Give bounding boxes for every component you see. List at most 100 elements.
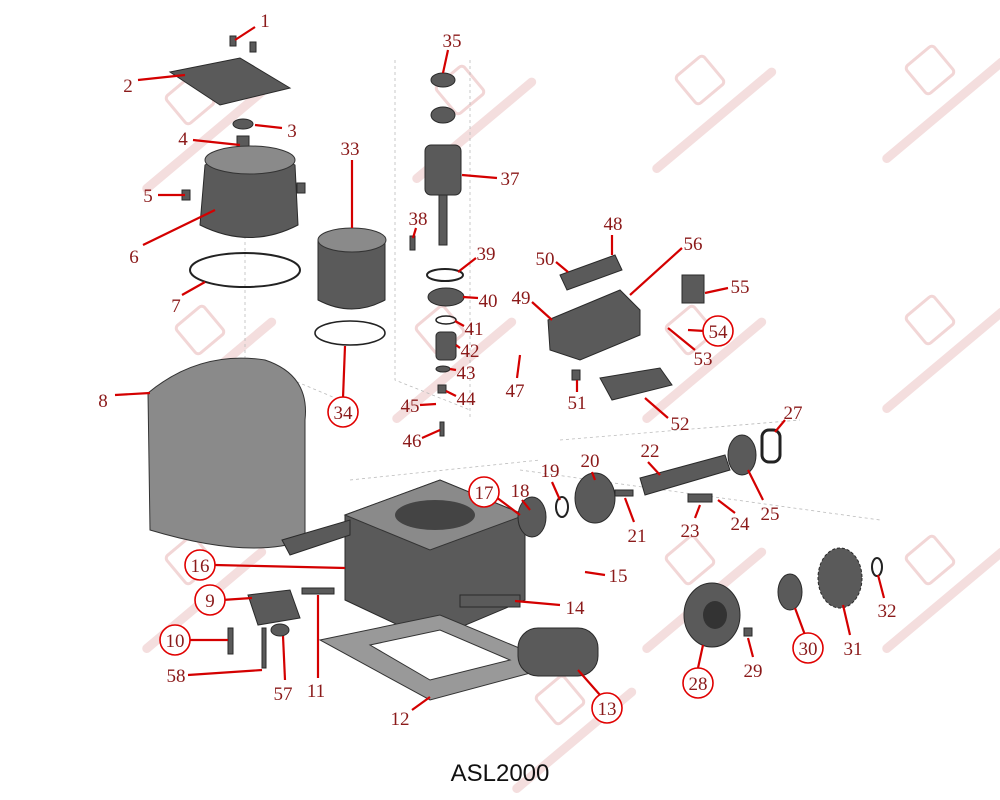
part-number-label: 34 xyxy=(334,403,354,424)
leader-line xyxy=(341,345,347,399)
callout-part-44: 44 xyxy=(445,389,477,410)
callout-part-28: 28 xyxy=(682,644,714,699)
base-handle xyxy=(281,519,351,556)
leader-line xyxy=(623,497,636,523)
callout-part-49: 49 xyxy=(512,288,553,321)
seal-part-27 xyxy=(760,428,782,464)
part-number-label: 28 xyxy=(689,674,708,695)
washer-part-43 xyxy=(435,365,451,373)
leader-line xyxy=(214,563,346,570)
release-lock-part-9 xyxy=(247,589,301,626)
shaft-part-11 xyxy=(301,587,335,595)
upper-housing-top xyxy=(204,145,296,175)
part-number-label: 58 xyxy=(167,666,186,687)
pinion-gear-part-31 xyxy=(817,547,863,609)
callout-part-45: 45 xyxy=(401,396,437,417)
callout-part-15: 15 xyxy=(584,566,628,587)
highlight-circle xyxy=(159,624,191,656)
callout-part-4: 4 xyxy=(178,129,241,150)
callout-part-14: 14 xyxy=(514,598,585,619)
part-number-label: 6 xyxy=(129,247,139,268)
terminal-block-part-50 xyxy=(559,254,623,291)
leader-line xyxy=(687,328,706,333)
highlight-circle xyxy=(591,692,623,724)
part-number-label: 12 xyxy=(391,709,410,730)
part-number-label: 52 xyxy=(671,414,690,435)
callout-part-37: 37 xyxy=(461,169,520,190)
callout-part-47: 47 xyxy=(506,354,525,402)
leader-line xyxy=(455,344,461,349)
key-part-21 xyxy=(614,489,634,497)
watermark-gate-icon xyxy=(904,294,956,346)
callout-part-43: 43 xyxy=(449,363,476,384)
circlip-part-39 xyxy=(426,268,464,282)
part-number-label: 8 xyxy=(98,391,108,412)
callout-part-1: 1 xyxy=(234,11,270,41)
highlight-circle xyxy=(792,632,824,664)
leader-line xyxy=(421,428,441,440)
part-number-label: 50 xyxy=(536,249,555,270)
washer-part-19 xyxy=(555,496,569,518)
highlight-circle xyxy=(327,396,359,428)
highlight-circle xyxy=(702,315,734,347)
part-number-label: 51 xyxy=(568,393,587,414)
pin-part-10 xyxy=(227,627,234,655)
key-part-23 xyxy=(687,493,713,503)
watermark-gate-icon xyxy=(664,304,716,356)
callout-part-7: 7 xyxy=(171,281,206,317)
leader-line xyxy=(521,499,531,511)
callout-part-58: 58 xyxy=(167,666,263,687)
bearing-part-18 xyxy=(517,496,547,538)
part-number-label: 40 xyxy=(479,291,498,312)
part-number-label: 45 xyxy=(401,396,420,417)
leader-line xyxy=(644,397,669,419)
callout-part-40: 40 xyxy=(462,291,498,312)
callout-part-20: 20 xyxy=(581,451,600,481)
part-number-label: 11 xyxy=(307,681,325,702)
o-ring-part-7 xyxy=(189,252,301,288)
watermark-logo xyxy=(882,294,1000,413)
part-number-label: 30 xyxy=(799,639,818,660)
watermark-gate-icon xyxy=(534,674,586,726)
leader-line xyxy=(514,599,561,607)
leader-line xyxy=(584,570,606,577)
nut-part-51 xyxy=(571,369,581,381)
leader-line xyxy=(234,26,256,41)
callout-part-54: 54 xyxy=(687,315,734,347)
rotor-part-37 xyxy=(424,144,462,196)
watermark-logo xyxy=(642,304,767,423)
motor-cover-part-8 xyxy=(147,357,306,549)
part-number-label: 47 xyxy=(506,381,525,402)
leader-line xyxy=(449,367,457,372)
leader-line xyxy=(181,281,206,296)
part-number-label: 56 xyxy=(684,234,703,255)
callout-part-6: 6 xyxy=(129,209,216,268)
gearbox-opening xyxy=(395,500,475,530)
leader-line xyxy=(445,390,457,397)
callout-part-17: 17 xyxy=(468,476,521,516)
callout-part-21: 21 xyxy=(623,497,647,547)
watermark-band xyxy=(882,57,1000,163)
callout-part-39: 39 xyxy=(457,244,496,273)
part-number-label: 44 xyxy=(457,389,477,410)
part-number-label: 31 xyxy=(844,639,863,660)
callout-part-12: 12 xyxy=(391,696,431,730)
key-part-58 xyxy=(261,627,267,669)
part-number-label: 27 xyxy=(784,403,803,424)
part-number-label: 23 xyxy=(681,521,700,542)
leader-line xyxy=(462,295,479,300)
callout-part-33: 33 xyxy=(341,139,360,228)
leader-line xyxy=(411,227,418,239)
part-number-label: 15 xyxy=(609,566,628,587)
callout-part-57: 57 xyxy=(274,635,293,705)
bearing-part-30 xyxy=(777,573,803,611)
part-number-label: 21 xyxy=(628,526,647,547)
part-number-label: 46 xyxy=(403,431,422,452)
screw-part-1b xyxy=(249,41,257,53)
callout-part-51: 51 xyxy=(568,380,587,414)
highlight-circle xyxy=(194,584,226,616)
watermark-logo xyxy=(882,534,1000,653)
bearing-part-35 xyxy=(430,72,456,88)
watermark-gate-icon xyxy=(674,54,726,106)
callout-part-24: 24 xyxy=(717,499,750,535)
